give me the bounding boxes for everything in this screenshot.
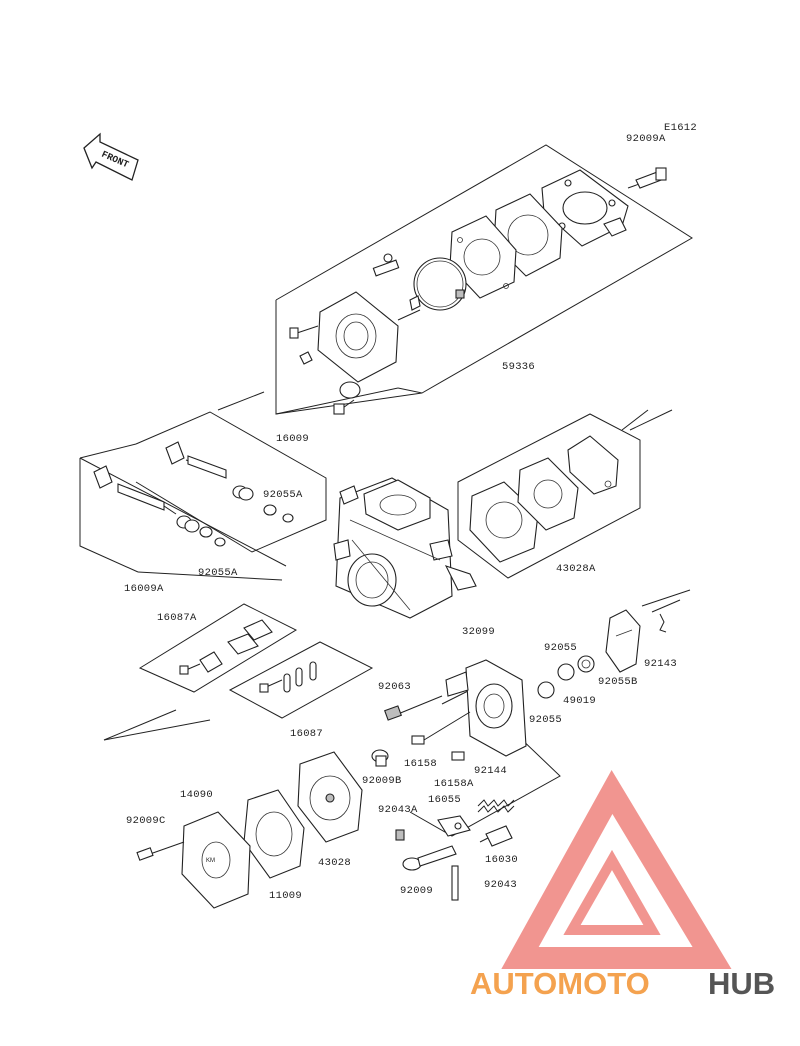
diagram-code: E1612 — [664, 122, 697, 134]
o-rings-92055 — [537, 655, 595, 699]
jet-16158 — [411, 711, 471, 745]
screw-92063 — [384, 695, 443, 721]
o-ring-43028A — [567, 435, 619, 495]
carburetor-body — [333, 477, 477, 619]
label-92055A-bottom: 92055A — [198, 567, 238, 579]
cover-92055B — [605, 609, 641, 673]
label-43028: 43028 — [318, 857, 351, 869]
front-arrow-icon: FRONT — [83, 132, 139, 181]
label-92055-mid: 92055 — [529, 714, 562, 726]
cover-14090: KM — [181, 811, 251, 909]
diaphragm-43028 — [297, 751, 363, 843]
label-16158A: 16158A — [434, 778, 474, 790]
label-92055B: 92055B — [598, 676, 638, 688]
label-92055A-top: 92055A — [263, 489, 303, 501]
label-16009: 16009 — [276, 433, 309, 445]
watermark-text-part1: AUTOMOTO — [470, 966, 650, 1001]
label-92009: 92009 — [400, 885, 433, 897]
label-16009A: 16009A — [124, 583, 164, 595]
gasket-11009 — [243, 789, 305, 879]
spring-92144 — [477, 799, 515, 813]
label-16087A: 16087A — [157, 612, 197, 624]
pump-o-ring — [413, 257, 467, 311]
pump-valve-lower — [333, 381, 361, 415]
label-16158: 16158 — [404, 758, 437, 770]
lever-16055 — [437, 815, 471, 837]
gasket-43028A — [517, 457, 579, 531]
needle-16030 — [479, 825, 513, 847]
pilot-screw-group-16009A: 92055A 16009A — [79, 443, 287, 595]
jet-16158A — [451, 751, 465, 761]
label-59336: 59336 — [502, 361, 535, 373]
pump-cover — [541, 169, 629, 247]
pilot-screw-a-parts — [93, 465, 226, 547]
pin-92043 — [451, 865, 459, 901]
label-16087: 16087 — [290, 728, 323, 740]
cover-group-14090: KM 14090 92009C 43028 11009 — [126, 751, 363, 909]
label-92043A: 92043A — [378, 804, 418, 816]
valve-group-16087A: 16087A — [138, 603, 298, 693]
lower-body-32099 — [445, 659, 527, 757]
label-92043: 92043 — [484, 879, 517, 891]
label-92055-top: 92055 — [544, 642, 577, 654]
pump-body — [289, 291, 421, 383]
pilot-screw-parts — [165, 441, 294, 523]
pin-92043A — [395, 829, 405, 841]
fuel-pump-assembly-group: 92009A 59336 — [275, 133, 693, 415]
label-92009B: 92009B — [362, 775, 402, 787]
watermark-text-part2: HUB — [708, 966, 775, 1001]
label-16030: 16030 — [485, 854, 518, 866]
label-92009C: 92009C — [126, 815, 166, 827]
screw-92009A — [627, 167, 667, 189]
label-49019: 49019 — [563, 695, 596, 707]
screw-92009 — [402, 845, 457, 871]
screw-92009C — [136, 841, 185, 861]
label-11009: 11009 — [269, 890, 302, 902]
svg-text:KM: KM — [206, 858, 215, 864]
pilot-screw-group-16009: 16009 92055A — [135, 411, 327, 553]
diaphragm-group-43028A: 43028A — [457, 413, 641, 579]
valve-16087-parts — [259, 661, 317, 693]
label-43028A: 43028A — [556, 563, 596, 575]
valve-group-16087: 16087 — [228, 641, 374, 740]
label-92143: 92143 — [644, 658, 677, 670]
label-92009A: 92009A — [626, 133, 666, 145]
label-16055: 16055 — [428, 794, 461, 806]
label-92063: 92063 — [378, 681, 411, 693]
watermark-logo — [501, 770, 732, 969]
screw-92009B — [371, 749, 389, 767]
label-14090: 14090 — [180, 789, 213, 801]
valve-16087A-parts — [179, 619, 273, 675]
lower-carb-body-group: 32099 92055 92143 92055B 49019 92055 920… — [362, 589, 691, 901]
label-32099: 32099 — [462, 626, 495, 638]
label-92144: 92144 — [474, 765, 507, 777]
clip-92143 — [659, 613, 667, 633]
pump-check-valve — [372, 253, 421, 311]
